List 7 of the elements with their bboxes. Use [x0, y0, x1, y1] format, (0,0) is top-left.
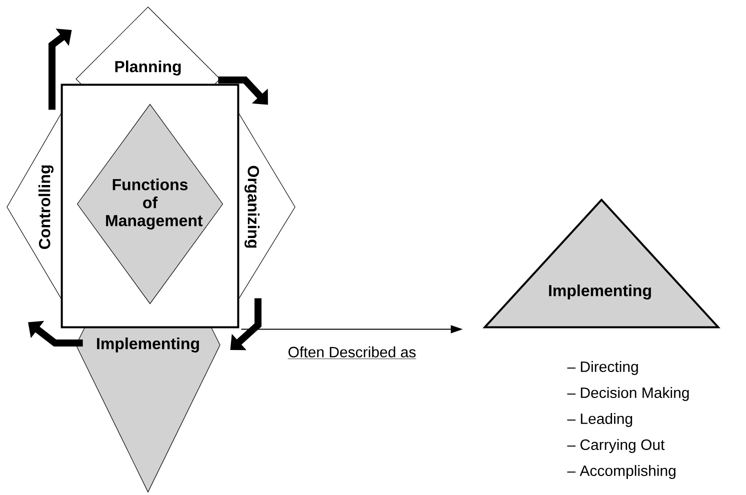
list-item: – Directing: [567, 361, 638, 375]
list-item: – Accomplishing: [567, 465, 676, 479]
list-item: – Carrying Out: [567, 439, 665, 453]
list-item: – Leading: [567, 413, 632, 427]
list-item: – Decision Making: [567, 387, 689, 401]
edge-label: Often Described as: [288, 346, 416, 360]
block-arrow: [230, 298, 262, 350]
